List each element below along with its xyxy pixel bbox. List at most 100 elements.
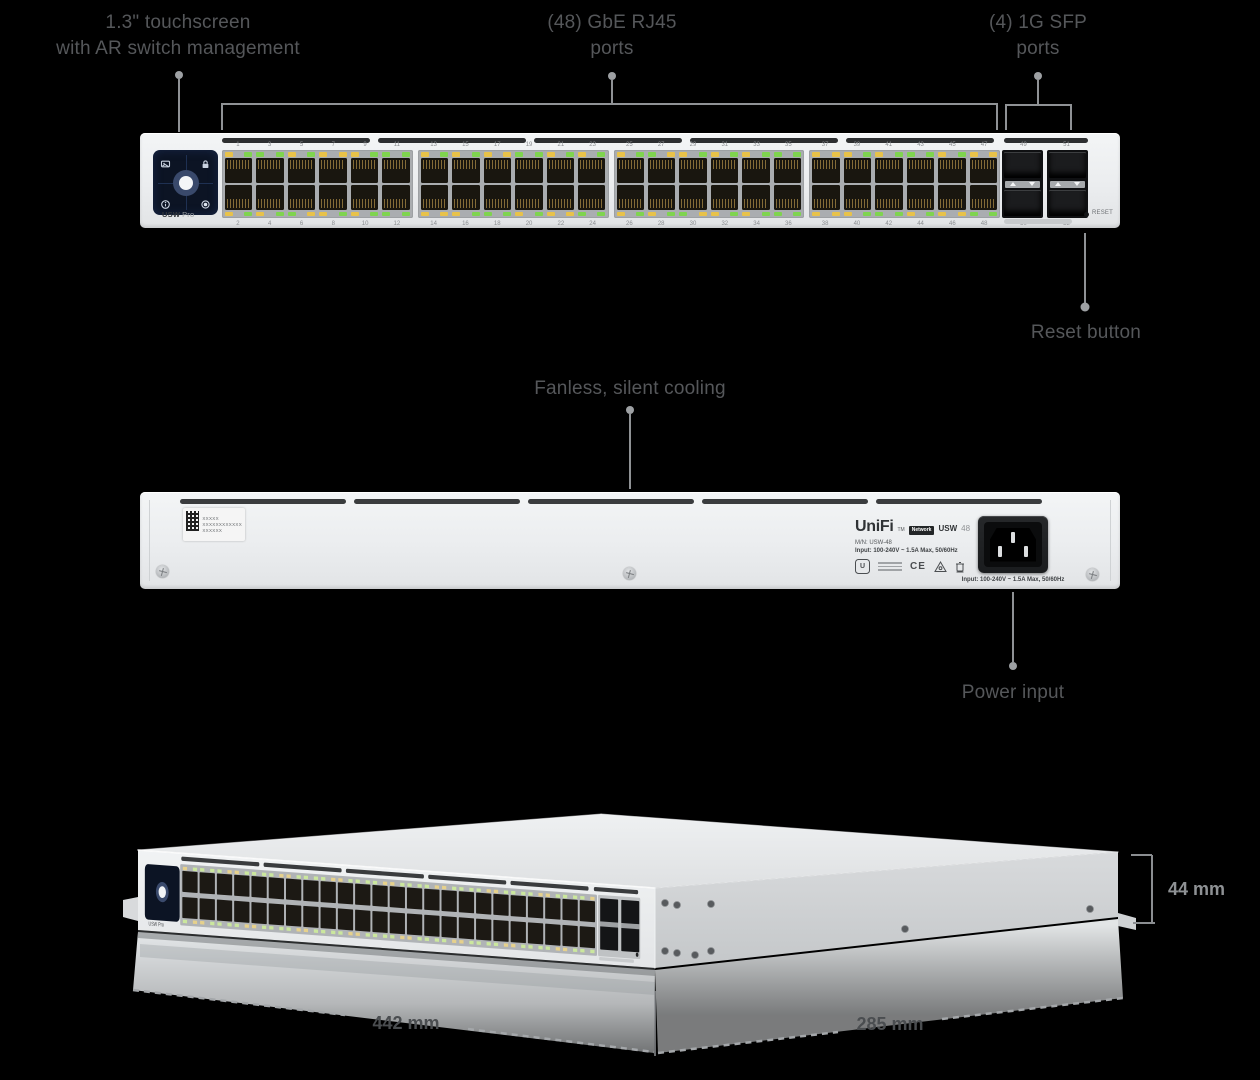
rj45-port-group — [222, 150, 413, 218]
model-name-light: Pro — [182, 210, 195, 219]
rj45-port[interactable] — [616, 158, 644, 183]
rj45-port[interactable] — [616, 185, 644, 210]
rj45-port[interactable] — [812, 158, 840, 183]
rj45-port[interactable] — [906, 185, 935, 210]
rj45-port[interactable] — [546, 185, 575, 210]
port-number: 38 — [821, 221, 829, 227]
inlet-opening — [990, 527, 1036, 562]
rj45-port[interactable] — [483, 158, 512, 183]
iso-view-device: USW Pro — [123, 813, 1136, 1053]
back-vent-slot — [528, 499, 694, 504]
port-led — [667, 211, 676, 216]
rj45-port[interactable] — [875, 185, 903, 210]
rj45-port[interactable] — [742, 158, 770, 183]
rj45-port-group — [417, 150, 609, 218]
rj45-port[interactable] — [350, 158, 379, 183]
sfp-numbers-bottom: 50 52 — [1002, 220, 1088, 228]
rj45-port[interactable] — [515, 158, 543, 183]
rj45-port[interactable] — [420, 158, 449, 183]
rj45-port[interactable] — [256, 158, 284, 183]
rj45-port[interactable] — [938, 158, 966, 183]
rj45-port[interactable] — [225, 158, 253, 183]
rj45-port[interactable] — [742, 185, 770, 210]
rj45-port[interactable] — [515, 185, 543, 210]
rj45-port[interactable] — [287, 158, 316, 183]
port-number: 13 — [430, 142, 437, 148]
rj45-port[interactable] — [578, 158, 606, 183]
rj45-port[interactable] — [875, 158, 903, 183]
port-led — [843, 152, 852, 157]
leader-dot-touchscreen — [175, 71, 183, 79]
rj45-port[interactable] — [679, 158, 707, 183]
rj45-port[interactable] — [382, 158, 410, 183]
port-led — [546, 152, 555, 157]
rj45-port[interactable] — [319, 158, 347, 183]
rj45-port[interactable] — [843, 158, 872, 183]
port-led — [534, 211, 543, 216]
rj45-port[interactable] — [679, 185, 707, 210]
touchscreen-display[interactable] — [153, 150, 218, 215]
sfp-cage — [1049, 152, 1086, 178]
port-number: 27 — [657, 142, 665, 148]
rj45-port[interactable] — [382, 185, 410, 210]
port-number: 22 — [557, 221, 565, 227]
callout-rj45-line2: ports — [590, 38, 634, 59]
rj45-port[interactable] — [773, 185, 802, 210]
rj45-port[interactable] — [546, 158, 575, 183]
rj45-port-column — [318, 152, 347, 216]
rj45-port-column — [906, 152, 935, 216]
port-led — [906, 152, 915, 157]
port-number: 1 — [236, 142, 240, 148]
port-number: 3 — [268, 142, 272, 148]
port-led — [938, 211, 947, 216]
rj45-port[interactable] — [938, 185, 966, 210]
leader-dot-reset — [1080, 302, 1090, 312]
rj45-port[interactable] — [256, 185, 284, 210]
sfp-module[interactable] — [1002, 150, 1043, 218]
port-led — [483, 211, 492, 216]
power-inlet-c14[interactable] — [978, 516, 1048, 573]
rj45-port[interactable] — [225, 185, 253, 210]
rj45-port[interactable] — [969, 185, 997, 210]
rj45-port[interactable] — [483, 185, 512, 210]
port-led — [597, 152, 606, 157]
port-led — [812, 211, 821, 216]
rj45-port[interactable] — [287, 185, 316, 210]
sfp-module[interactable] — [1047, 150, 1088, 218]
reset-button[interactable] — [1084, 212, 1089, 217]
leader-dot-rj45 — [608, 72, 616, 80]
port-led — [440, 211, 449, 216]
port-number: 10 — [361, 221, 369, 227]
rj45-port-column — [546, 152, 575, 216]
port-led — [319, 211, 328, 216]
dimension-height-label: 44 mm — [1168, 879, 1226, 899]
rj45-port-group — [809, 150, 1000, 218]
screw — [621, 565, 638, 582]
inlet-pin — [998, 545, 1002, 557]
rj45-port[interactable] — [647, 158, 676, 183]
port-led — [710, 152, 719, 157]
port-led — [969, 152, 978, 157]
port-led — [287, 211, 296, 216]
rj45-port[interactable] — [969, 158, 997, 183]
rj45-port-column — [678, 152, 707, 216]
rj45-port[interactable] — [812, 185, 840, 210]
rj45-port[interactable] — [452, 185, 480, 210]
rj45-port[interactable] — [843, 185, 872, 210]
rj45-port[interactable] — [319, 185, 347, 210]
rj45-port[interactable] — [452, 158, 480, 183]
rj45-port[interactable] — [578, 185, 606, 210]
rj45-port[interactable] — [647, 185, 676, 210]
rj45-port[interactable] — [350, 185, 379, 210]
rj45-port-column — [843, 152, 872, 216]
back-vent-slot — [876, 499, 1042, 504]
rj45-port[interactable] — [906, 158, 935, 183]
model-line: M/N: USW-48 — [855, 540, 892, 546]
rj45-port[interactable] — [420, 185, 449, 210]
port-led — [546, 211, 555, 216]
rj45-port[interactable] — [710, 185, 739, 210]
port-number: 6 — [299, 221, 304, 227]
port-number: 43 — [917, 142, 924, 148]
rj45-port[interactable] — [773, 158, 802, 183]
rj45-port[interactable] — [710, 158, 739, 183]
